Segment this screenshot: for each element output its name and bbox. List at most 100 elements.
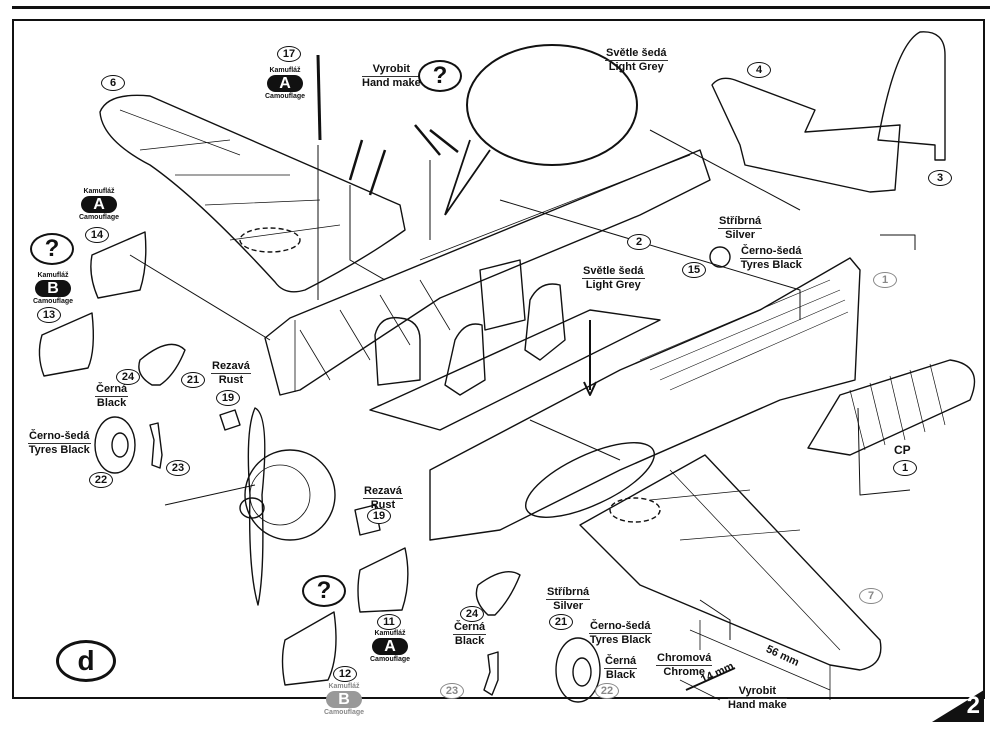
engine-cowling <box>244 449 336 541</box>
label-en: Black <box>96 397 127 409</box>
label-cz: Černo-šedá <box>589 620 652 634</box>
unknown-part-marker: ? <box>30 233 74 265</box>
part-number-21: 21 <box>181 372 205 388</box>
badge-letter: A <box>372 638 408 655</box>
page-number-corner: 2 <box>932 690 984 722</box>
part-number-22: 22 <box>89 472 113 488</box>
badge-letter: A <box>81 196 117 213</box>
gear-door-part-13 <box>38 312 95 377</box>
right-gear-leg-part-23 <box>483 651 499 696</box>
canopy-part-cp <box>807 359 976 456</box>
part-number-15: 15 <box>682 262 706 278</box>
badge-cz: Kamufláž <box>269 67 301 74</box>
badge-cz: Kamufláž <box>83 188 115 195</box>
gear-door-part-14 <box>90 231 147 299</box>
exhaust-part-19-lower <box>354 504 381 536</box>
vertical-stabilizer-part-3 <box>877 31 946 161</box>
part-number-23: 23 <box>166 460 190 476</box>
part-number-14: 14 <box>85 227 109 243</box>
horizontal-stabilizer-part-4 <box>711 77 901 193</box>
label-en: Tyres Black <box>740 259 802 271</box>
badge-cz: Kamufláž <box>37 272 69 279</box>
badge-en: Camouflage <box>79 214 120 221</box>
part-number-13: 13 <box>37 307 61 323</box>
unknown-part-marker: ? <box>418 60 462 92</box>
label-cz: Chromová <box>656 652 713 666</box>
label-cz: Černo-šedá <box>740 245 803 259</box>
badge-en: Camouflage <box>33 298 74 305</box>
right-wing-part-7 <box>579 454 882 671</box>
header-rule <box>12 6 990 9</box>
label-cz: Černá <box>453 621 487 635</box>
part-number-3: 3 <box>928 170 952 186</box>
part-number-1: 1 <box>873 272 897 288</box>
badge-cz: Kamufláž <box>374 630 406 637</box>
canopy-detail-inset <box>466 44 638 166</box>
label-cz: Vyrobit <box>728 685 787 699</box>
label-en: Silver <box>553 600 584 612</box>
part-number-19: 19 <box>216 390 240 406</box>
right-gear-fairing-part-24 <box>475 571 521 616</box>
label-cz: Stříbrná <box>718 215 763 229</box>
part-number-12: 12 <box>333 666 357 682</box>
part-number-1-canopy: 1 <box>893 460 917 476</box>
part-number-11: 11 <box>377 614 401 630</box>
label-cz: Rezavá <box>211 360 251 374</box>
front-bulkhead <box>374 316 421 386</box>
rear-bulkhead <box>479 259 526 331</box>
gear-door-part-11 <box>357 547 409 613</box>
label-cz: Černá <box>604 655 638 669</box>
label-en: Tyres Black <box>589 634 651 646</box>
label-en: Light Grey <box>585 279 641 291</box>
part-number-24: 24 <box>116 369 140 385</box>
exhaust-part-19-upper <box>219 409 241 431</box>
label-en: Light Grey <box>608 61 664 73</box>
label-cz: Světle šedá <box>605 47 668 61</box>
left-gear-fairing-part-24 <box>138 343 186 386</box>
label-cz: Černá <box>95 383 129 397</box>
label-en: Silver <box>725 229 756 241</box>
cockpit-floor <box>369 309 661 431</box>
label-en: Black <box>454 635 485 647</box>
part-number-6: 6 <box>101 75 125 91</box>
badge-en: Camouflage <box>324 709 365 716</box>
part-number-2: 2 <box>627 234 651 250</box>
unknown-part-marker: ? <box>302 575 346 607</box>
badge-en: Camouflage <box>370 656 411 663</box>
label-en: Tyres Black <box>28 444 90 456</box>
label-cz: Rezavá <box>363 485 403 499</box>
left-wheel-part-22 <box>94 416 136 474</box>
label-en: Chrome <box>663 666 705 678</box>
part-number-23: 23 <box>440 683 464 699</box>
label-cz: Černo-šedá <box>28 430 91 444</box>
label-cz: Světle šedá <box>582 265 645 279</box>
page-corner-triangle <box>932 690 984 722</box>
fuselage-right-half-part-1 <box>429 257 861 541</box>
front-seat <box>444 323 486 396</box>
badge-letter: A <box>267 75 303 92</box>
part-number-24: 24 <box>460 606 484 622</box>
part-number-19: 19 <box>367 508 391 524</box>
part-number-22: 22 <box>595 683 619 699</box>
fuselage-left-half-part-2 <box>264 149 711 396</box>
pitot-wire <box>685 667 736 691</box>
page-number: 2 <box>966 692 980 719</box>
label-en: Rust <box>218 374 244 386</box>
right-wheel-part-22 <box>555 637 601 703</box>
